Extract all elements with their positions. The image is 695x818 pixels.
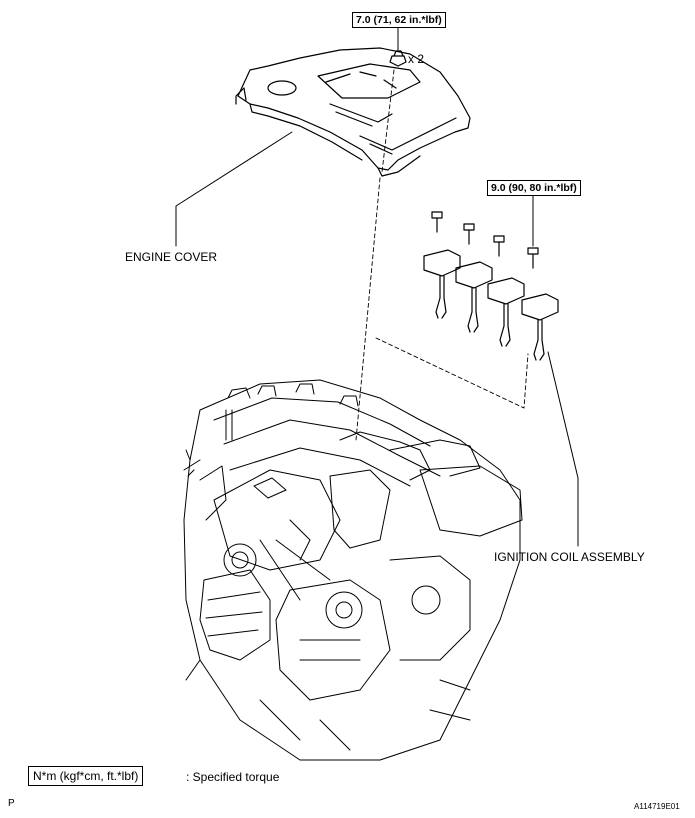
engine-cover-label: ENGINE COVER [125,250,218,264]
nut-icon [389,50,407,67]
engine-block-icon [183,379,523,761]
footer-page-code: P [8,798,15,809]
engine-cover-icon [235,47,471,177]
torque-legend-text: : Specified torque [186,770,280,784]
cover-torque-spec: 7.0 (71, 62 in.*lbf) [352,12,446,28]
coil-torque-spec: 9.0 (90, 80 in.*lbf) [487,180,581,196]
ignition-coil-label: IGNITION COIL ASSEMBLY [494,550,645,564]
ignition-coil-icon [423,249,559,361]
torque-unit-legend-box: N*m (kgf*cm, ft.*lbf) [28,766,144,786]
bolt-icon [431,211,539,269]
nut-quantity-label: x 2 [408,52,425,66]
figure-id: A114719E01 [634,802,680,811]
